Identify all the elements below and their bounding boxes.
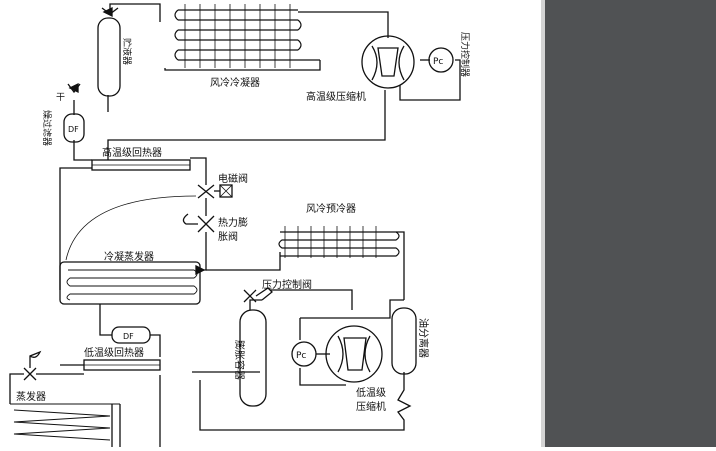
air-condenser: 风冷冷凝器 — [174, 4, 302, 89]
pressure-control-valve-label: 压力控制阀 — [262, 278, 312, 291]
air-condenser-label: 风冷冷凝器 — [210, 76, 260, 89]
low-compressor-label-2: 压缩机 — [356, 400, 386, 413]
tev-label-1: 热力膨 — [218, 216, 248, 229]
drier-filter-top: DF 干 燥过滤器 — [41, 82, 85, 146]
solenoid-valve-label: 电磁阀 — [218, 172, 248, 185]
oil-separator-label: 油分离器 — [417, 318, 430, 358]
oil-separator: 油分离器 — [391, 307, 430, 375]
pressure-controller-bottom: Pc — [291, 341, 330, 367]
thermal-expansion-valve: 热力膨 胀阀 — [182, 213, 248, 243]
solenoid-valve: 电磁阀 — [197, 172, 248, 199]
precooler-feed — [206, 252, 281, 271]
pressure-controller-top-label: 压力控制器 — [459, 32, 471, 77]
df-bottom-label: DF — [123, 332, 134, 341]
high-heat-exchanger: 高温级回热器 — [91, 146, 191, 171]
expansion-vessel-label: 膨胀容器 — [233, 340, 246, 380]
precooler: 风冷预冷器 — [278, 202, 405, 300]
precooler-label: 风冷预冷器 — [306, 202, 356, 215]
refrigeration-diagram: 贮液器 风冷冷凝器 高温级压缩机 Pc 压力控制器 DF 干 燥过滤器 高温级回… — [9, 3, 471, 447]
diagram-canvas: 贮液器 风冷冷凝器 高温级压缩机 Pc 压力控制器 DF 干 燥过滤器 高温级回… — [9, 3, 471, 447]
low-heat-exchanger: 低温级回热器 — [83, 346, 161, 371]
pc-bottom-label: Pc — [296, 351, 306, 361]
drier-filter-label: 燥过滤器 — [41, 110, 53, 146]
df-top-label: DF — [68, 125, 79, 134]
side-panel — [545, 0, 716, 447]
receiver-label: 贮液器 — [121, 38, 133, 65]
low-compressor-label-1: 低温级 — [356, 386, 386, 399]
tev-label-2: 胀阀 — [218, 230, 238, 243]
evaporator-label: 蒸发器 — [16, 390, 46, 403]
expansion-vessel: 膨胀容器 — [233, 309, 267, 407]
low-stage-piping — [60, 289, 412, 447]
high-compressor: 高温级压缩机 — [306, 35, 415, 103]
sensing-line — [65, 195, 197, 261]
pressure-control-valve: 压力控制阀 — [243, 278, 312, 303]
drier-char-label: 干 — [56, 92, 65, 103]
sidebar-edge — [541, 0, 545, 447]
low-compressor: 低温级 压缩机 — [325, 325, 386, 413]
drier-filter-bottom: DF — [111, 326, 151, 344]
low-heat-exchanger-label: 低温级回热器 — [84, 346, 144, 359]
cascade-label: 冷凝蒸发器 — [104, 250, 154, 263]
cascade-condenser-evaporator: 冷凝蒸发器 — [59, 250, 206, 305]
high-heat-exchanger-label: 高温级回热器 — [102, 146, 162, 159]
evaporator: 蒸发器 — [9, 350, 121, 447]
receiver: 贮液器 — [97, 6, 133, 97]
pressure-controller-top: Pc 压力控制器 — [428, 32, 471, 77]
high-compressor-label: 高温级压缩机 — [306, 90, 366, 103]
pc-top-label: Pc — [433, 57, 443, 67]
